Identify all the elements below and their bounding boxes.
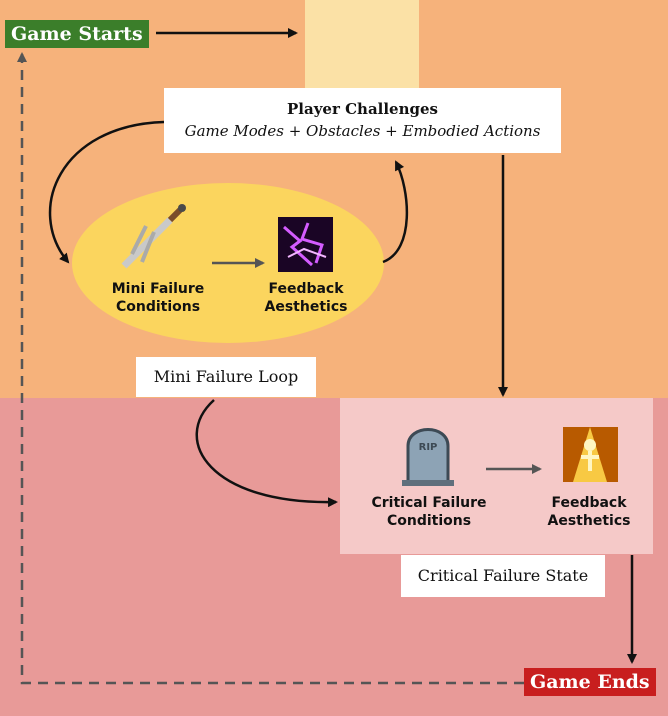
challenges-title: Player Challenges: [287, 100, 438, 118]
restart-dashed-arrow: [17, 52, 524, 685]
loop-to-critical-arrow: [195, 399, 338, 508]
loop-entry-arrow: [48, 120, 165, 264]
game-starts-label: Game Starts: [5, 20, 149, 48]
svg-text:RIP: RIP: [419, 442, 438, 453]
mini-feedback-aesthetics-label: Feedback Aesthetics: [264, 281, 348, 315]
critical-feedback-aesthetics-label: Feedback Aesthetics: [547, 495, 631, 529]
challenges-subtitle: Game Modes + Obstacles + Embodied Action…: [184, 122, 541, 140]
purple-lightning-icon: [278, 217, 333, 272]
critical-failure-state-label: Critical Failure State: [401, 555, 605, 597]
rip-tombstone-icon: RIP: [402, 428, 454, 486]
challenge-icon-panel: [305, 0, 419, 88]
loop-return-arrow: [382, 160, 409, 264]
daggers-icon: [121, 204, 186, 269]
mini-failure-conditions-label: Mini Failure Conditions: [111, 281, 205, 315]
game-ends-label: Game Ends: [524, 668, 656, 696]
critical-failure-conditions-label: Critical Failure Conditions: [371, 495, 487, 529]
mini-failure-loop-label: Mini Failure Loop: [136, 357, 316, 397]
golden-light-beam-icon: [563, 427, 618, 482]
player-challenges-box: Player Challenges Game Modes + Obstacles…: [164, 88, 561, 153]
